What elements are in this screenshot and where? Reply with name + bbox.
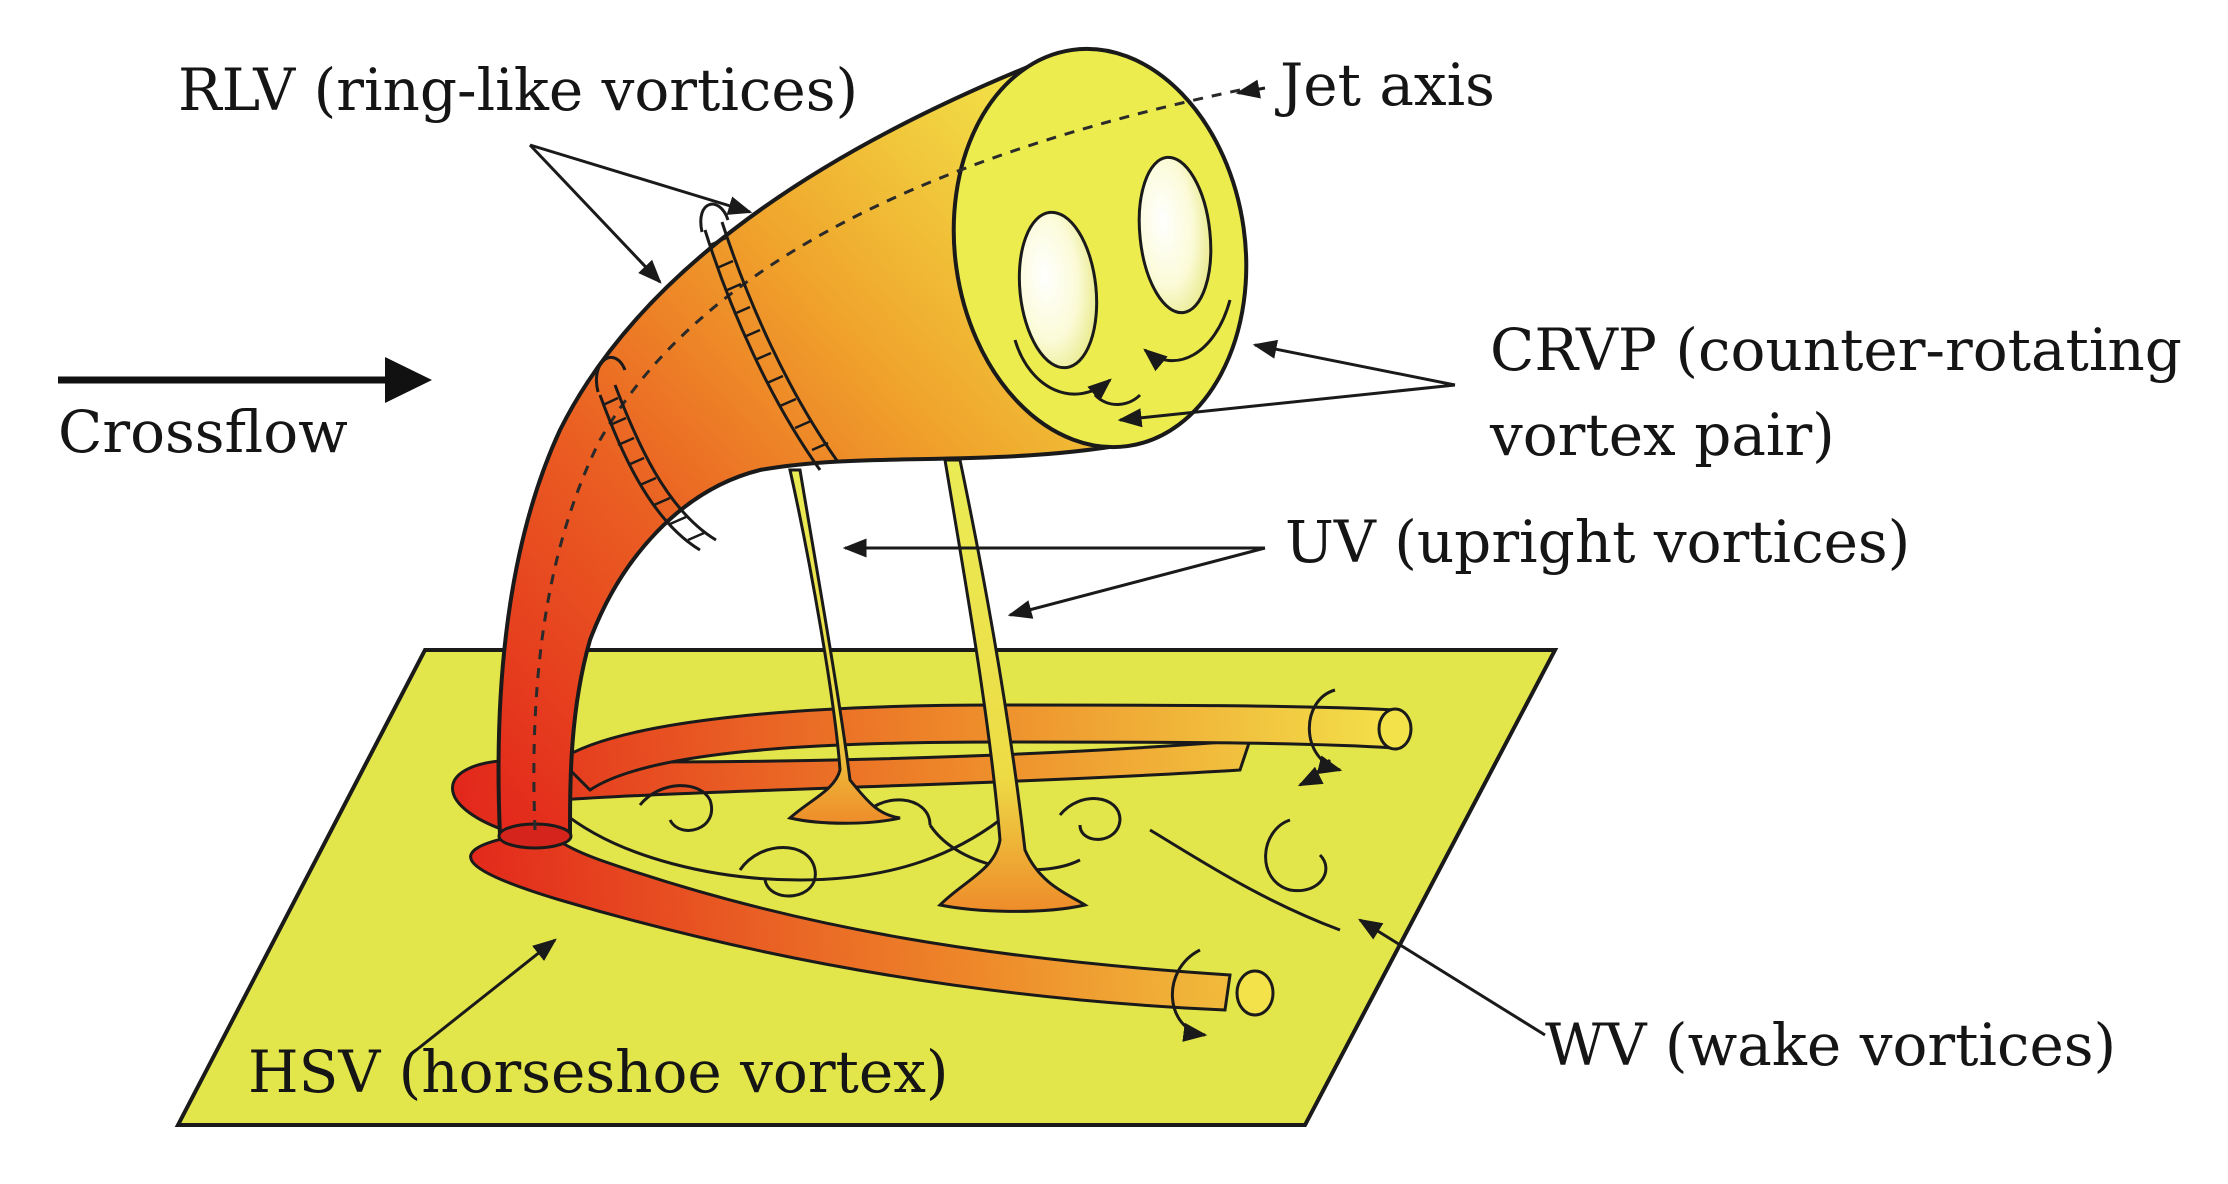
label-jet-axis: Jet axis — [1275, 51, 1495, 119]
label-rlv: RLV (ring-like vortices) — [178, 56, 858, 124]
wake-swirl-arrow — [1297, 758, 1332, 787]
annotation-leaders — [409, 79, 1546, 1057]
crvp-swirl-left — [1013, 339, 1112, 402]
ring-like-vortex-hatches — [602, 236, 829, 542]
jet-axis-line — [532, 88, 1241, 831]
upright-vortex-right — [936, 458, 1089, 913]
hsv-upper-swirl — [1307, 688, 1343, 775]
label-crossflow: Crossflow — [58, 398, 348, 466]
label-hsv: HSV (horseshoe vortex) — [248, 1038, 949, 1106]
rlv-loop-2 — [699, 202, 730, 233]
label-wv: WV (wake vortices) — [1545, 1011, 2116, 1079]
jet-cross-section — [951, 46, 1249, 450]
label-uv: UV (upright vortices) — [1285, 508, 1910, 576]
crvp-swirl-right — [1143, 299, 1232, 372]
upright-vortex-left — [786, 468, 901, 825]
label-crvp-line1: CRVP (counter-rotating — [1490, 316, 2182, 384]
hsv-lower-end — [1235, 969, 1275, 1017]
crvp-swirl-bottom — [1093, 393, 1142, 406]
ring-like-vortices — [598, 221, 840, 552]
crvp-vortex-right — [1137, 155, 1213, 315]
hsv-lower-swirl — [1170, 948, 1208, 1042]
label-crvp-line2: vortex pair) — [1489, 401, 1835, 469]
hsv-upper-end — [1377, 707, 1413, 751]
crossflow-arrow — [58, 357, 432, 403]
crvp-vortex-left — [1017, 210, 1099, 370]
rlv-loop-1 — [595, 356, 627, 393]
